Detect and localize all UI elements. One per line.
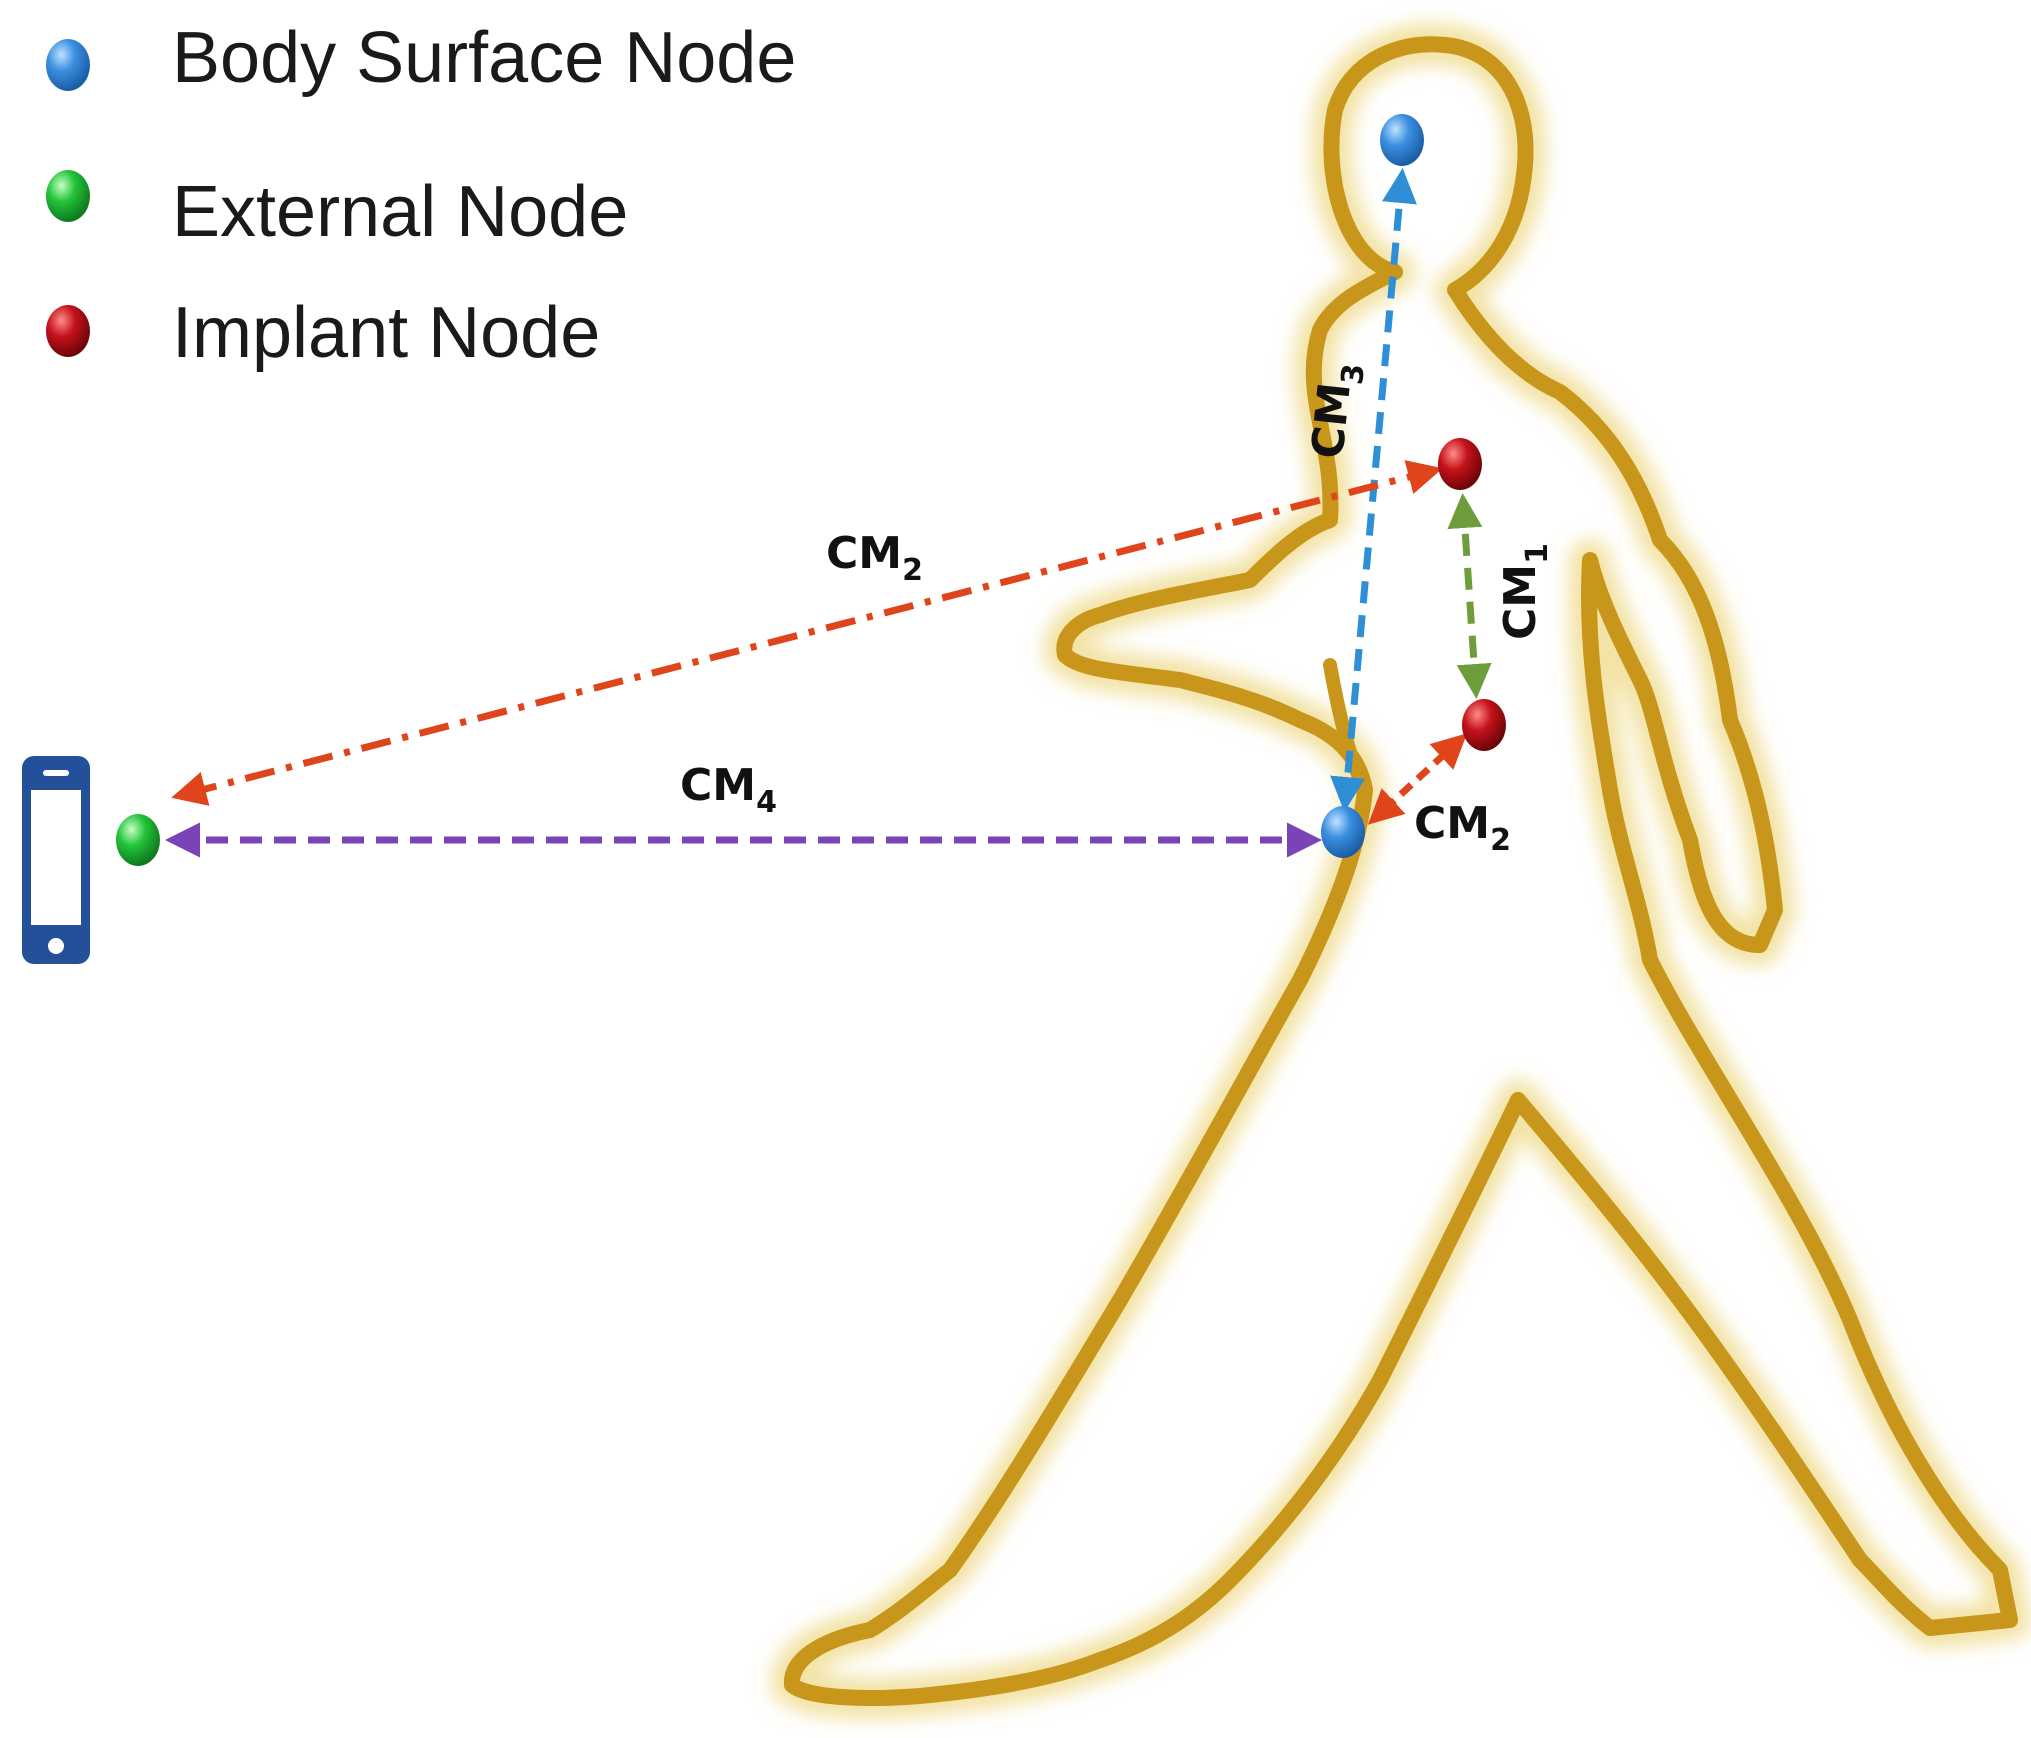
links [165, 168, 1492, 858]
node-phone-external [116, 814, 160, 866]
label-cm1: CM1 [1495, 543, 1555, 640]
link-cm2-short [1367, 733, 1468, 825]
smartphone-icon [22, 756, 90, 964]
link-cm2-long [171, 460, 1443, 806]
label-cm4: CM4 [680, 760, 777, 820]
legend-surface-icon [46, 39, 90, 91]
legend-implant-icon [46, 305, 90, 357]
label-cm2-long: CM2 [826, 528, 923, 588]
legend-label-implant: Implant Node [172, 293, 600, 373]
link-labels: CM3 CM1 CM2 CM2 CM4 [680, 359, 1555, 858]
node-implant-lower [1462, 699, 1506, 751]
human-silhouette [771, 23, 2031, 1719]
legend-label-surface: Body Surface Node [172, 18, 796, 98]
label-cm2-short: CM2 [1414, 798, 1511, 858]
node-head-surface [1380, 114, 1424, 166]
legend: Body Surface Node External Node Implant … [46, 18, 796, 373]
node-implant-upper [1438, 438, 1482, 490]
legend-label-external: External Node [172, 172, 628, 252]
label-cm3: CM3 [1302, 359, 1372, 462]
node-waist-surface [1321, 806, 1365, 858]
silhouette-glow [771, 23, 2031, 1719]
legend-external-icon [46, 170, 90, 222]
link-cm1 [1447, 493, 1492, 699]
nodes [116, 114, 1506, 866]
